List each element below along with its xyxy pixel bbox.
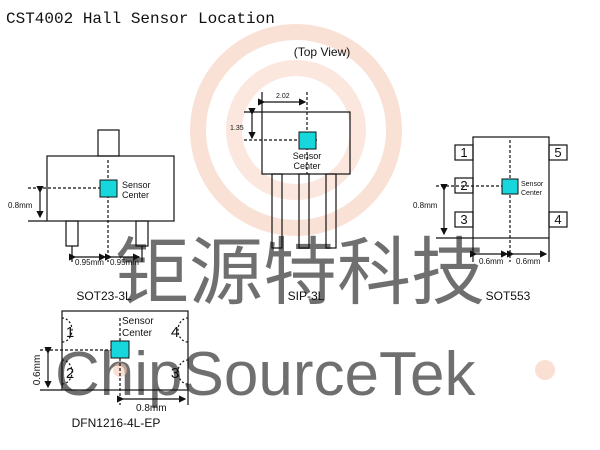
sot553-dim-left: 0.6mm [479,257,504,266]
dfn-dim-v: 0.6mm [32,355,43,386]
package-dfn [40,310,189,405]
sot23-dim-right: 0.95mm [110,258,139,267]
sot23-body [46,155,175,222]
sot23-sensor-label-2: Center [122,190,149,200]
dfn-pin-3-pad [177,359,189,385]
sot23-top-lead [97,129,120,157]
sot553-pin-2: 2 [460,178,467,193]
dfn-pin-2-pad [61,359,73,385]
sip-sensor-label-2: Center [293,161,320,171]
watermark-cn: 钜源特科技 [115,231,485,314]
sot23-lead-left [65,220,79,247]
sot553-sensor-label-2: Center [521,190,543,197]
sot553-sensor-label-1: Sensor [521,181,544,188]
sip-dim-height: 1.35 [230,125,244,132]
sot553-pin-4-box [548,211,568,228]
dfn-pin-1-pad [61,317,73,343]
sip-lead-2 [298,173,310,249]
watermark-dot-right [535,360,555,380]
dfn-pin-3: 3 [171,365,179,382]
package-sot553 [436,136,568,262]
sot553-dim-v: 0.8mm [413,201,438,210]
dfn-pin-2: 2 [66,365,74,382]
dfn-dim-h: 0.8mm [136,403,167,414]
view-label: (Top View) [294,45,350,59]
sot553-pin-5-box [548,144,568,161]
sot23-lead-right [135,220,149,247]
sot553-name: SOT553 [486,289,531,303]
sot553-pin-1: 1 [460,145,467,160]
dfn-sensor-label-2: Center [122,328,153,339]
dfn-name: DFN1216-4L-EP [72,416,161,430]
sot23-dim-v: 0.8mm [8,201,33,210]
watermark-logo [190,24,402,236]
sot23-name: SOT23-3L [76,289,132,303]
sip-name: SIP-3L [288,289,325,303]
dfn-pin-1: 1 [66,324,74,341]
sot23-sensor-label-1: Sensor [122,180,151,190]
sot553-pin-5: 5 [554,145,561,160]
sip-lead-1 [271,173,283,249]
sip-sensor-label-1: Sensor [293,151,322,161]
dfn-pin-4-pad [177,317,189,343]
dfn-pin-4: 4 [171,324,179,341]
sip-sensor [298,131,317,150]
sot23-sensor [99,179,118,198]
page-title: CST4002 Hall Sensor Location [6,10,275,28]
sot553-pin-4: 4 [554,212,561,227]
sot553-sensor [501,178,519,195]
sip-lead-3 [325,173,337,249]
sot553-pin-3: 3 [460,212,467,227]
sot553-pin-3-box [454,211,474,228]
sot553-dim-right: 0.6mm [516,257,541,266]
dfn-sensor-label-1: Sensor [122,316,154,327]
sot23-dim-left: 0.95mm [75,258,104,267]
sip-dim-width: 2.02 [276,93,290,100]
sot553-pin-1-box [454,144,474,161]
dfn-sensor [110,340,130,359]
